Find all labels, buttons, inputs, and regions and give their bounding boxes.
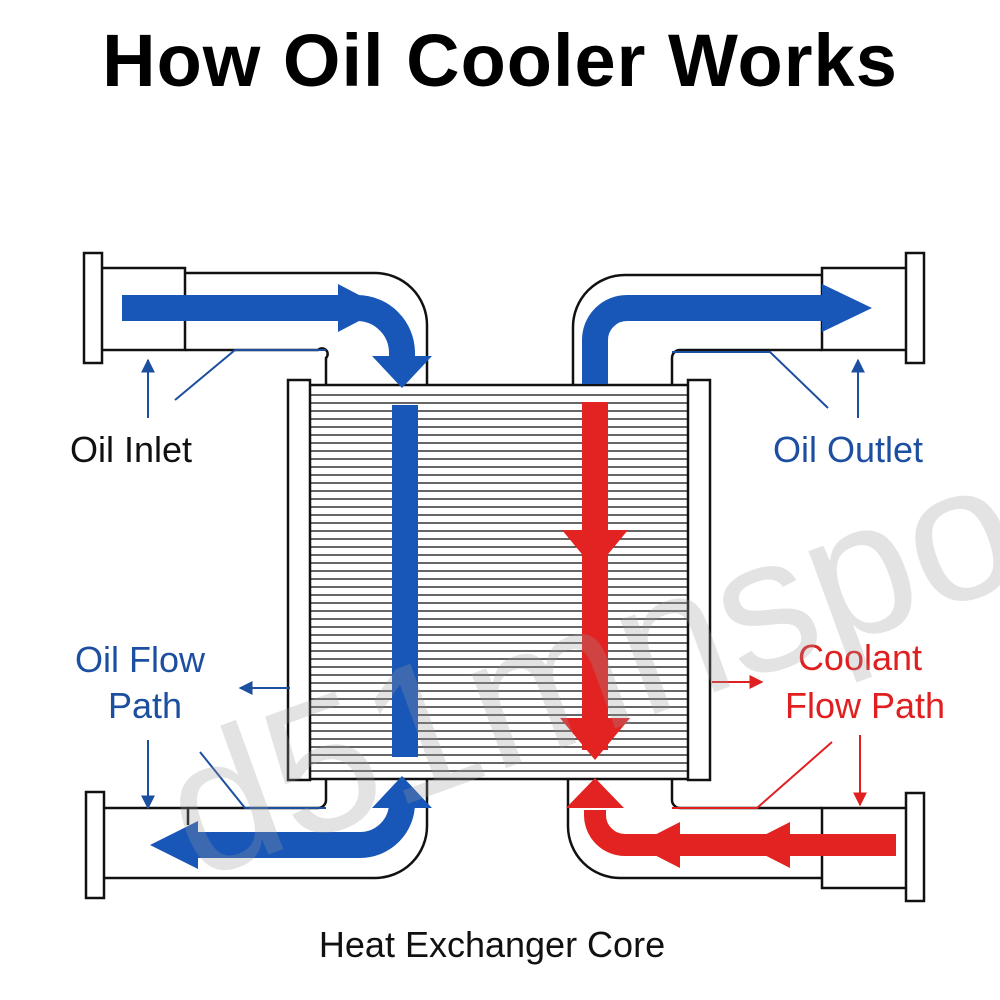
coolant-up-arrow-head (566, 778, 624, 808)
leader-lines (141, 349, 867, 810)
oil-flow-path-label: Oil Flow Path (75, 639, 215, 726)
oil-flow-path-label-line2: Path (108, 685, 182, 726)
oil-up-arrow-head (372, 776, 432, 808)
coolant-mid-arrow-head (562, 530, 628, 570)
coolant-flow-band (582, 402, 608, 750)
heat-exchanger-core (286, 378, 712, 782)
oil-down-arrow-head (372, 356, 432, 388)
pipe-outlet (571, 273, 822, 388)
coolant-flow-path-label-line1: Coolant (798, 637, 922, 678)
coolant-inlet-arrow-head (745, 822, 790, 868)
core-label: Heat Exchanger Core (319, 924, 665, 965)
oil-flow-band (392, 405, 418, 757)
core-fins (310, 394, 688, 772)
fitting-oil-return (84, 790, 190, 900)
coolant-flow-arrows (560, 402, 896, 868)
oil-outlet-label: Oil Outlet (773, 429, 923, 470)
oil-flow-path-label-line1: Oil Flow (75, 639, 206, 680)
oil-outlet-flow-arrow (582, 295, 828, 384)
oil-outlet-arrow-head (822, 284, 872, 332)
oil-inlet-label: Oil Inlet (70, 429, 192, 470)
oil-inlet-arrow-head (338, 284, 384, 332)
page-title: How Oil Cooler Works (102, 19, 898, 102)
oil-arrow-heads (150, 284, 872, 869)
coolant-flow-path-label-line2: Flow Path (785, 685, 945, 726)
core-left-tank (286, 378, 312, 782)
coolant-flow-path-label: Coolant Flow Path (785, 637, 945, 726)
coolant-down-arrow-head (560, 718, 630, 760)
core-right-tank (686, 378, 712, 782)
oil-return-arrow-head (150, 821, 198, 869)
